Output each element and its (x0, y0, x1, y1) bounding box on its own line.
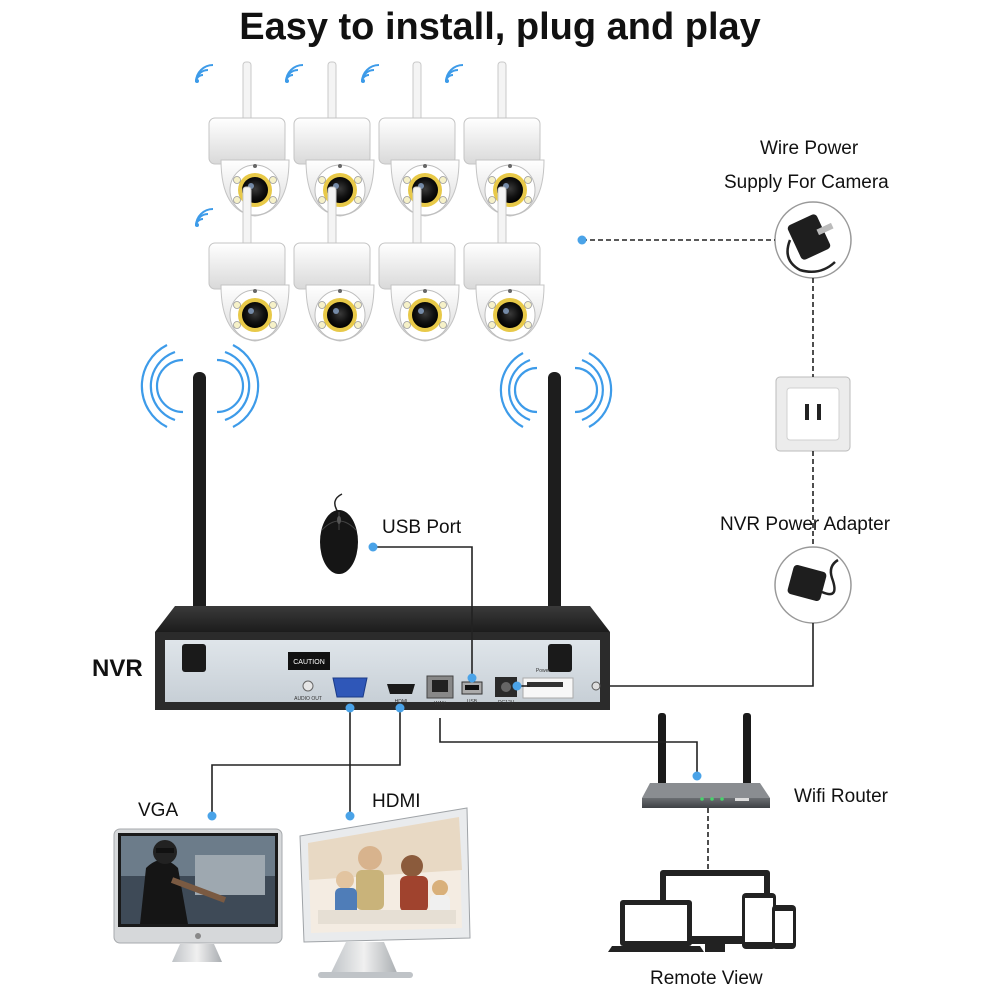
wire-power-label: Wire Power (760, 138, 859, 159)
nvr-label: NVR (92, 655, 143, 682)
page-title: Easy to install, plug and play (239, 6, 761, 48)
connector-dots (207, 235, 702, 821)
audio-out-label: AUDIO OUT (294, 696, 322, 702)
wifi-icon (194, 208, 214, 228)
nvr-right-wifi-waves (499, 352, 613, 428)
dc-port-label: DC12V (498, 700, 515, 706)
hdmi-port (387, 684, 415, 694)
laptop (608, 900, 704, 952)
wifi-router-label: Wifi Router (794, 786, 888, 807)
usb-port-label: USB (467, 699, 478, 705)
audio-out-port (302, 680, 314, 692)
smartphone (772, 905, 796, 949)
camera-power-supply (774, 201, 852, 279)
vga-label: VGA (138, 800, 179, 821)
wan-port-label: WAN (434, 701, 446, 707)
camera-8 (463, 186, 545, 342)
nvr-antenna-right (548, 372, 561, 662)
power-label: Power (536, 668, 551, 674)
wifi-icon (284, 64, 304, 84)
usb-mouse (320, 493, 358, 574)
wireless-cameras (208, 61, 545, 342)
serial-sticker (522, 677, 574, 699)
tablet (742, 893, 776, 949)
remote-view-label: Remote View (650, 968, 763, 989)
usb-line (373, 546, 473, 678)
nvr-left-wifi-waves (140, 344, 260, 428)
nvr-device: CAUTION AUDIO OUT VGA HDMI WAN USB DC12V… (155, 372, 610, 710)
nvr-power-adapter-label: NVR Power Adapter (720, 514, 891, 535)
hdmi-port-label: HDMI (395, 699, 408, 705)
hdmi-monitor (299, 807, 471, 978)
remote-devices (608, 870, 796, 952)
usb-port-label: USB Port (382, 517, 462, 538)
hdmi-line (211, 708, 401, 816)
caution-text: CAUTION (293, 659, 325, 666)
adapter-to-nvr-line (610, 623, 814, 687)
wall-socket (775, 376, 851, 452)
vga-port (332, 677, 368, 698)
camera-7 (378, 186, 460, 342)
wifi-router (642, 713, 770, 808)
hdmi-label: HDMI (372, 791, 421, 812)
nvr-power-adapter (774, 546, 852, 624)
wire-power-sub-label: Supply For Camera (724, 172, 889, 193)
vga-monitor (113, 828, 283, 962)
connection-lines (211, 239, 814, 870)
camera-5 (208, 186, 290, 342)
wifi-icon (444, 64, 464, 84)
wifi-icon (360, 64, 380, 84)
wifi-icon (194, 64, 214, 84)
nvr-antenna-left (193, 372, 206, 662)
camera-6 (293, 186, 375, 342)
wan-line (439, 718, 698, 776)
